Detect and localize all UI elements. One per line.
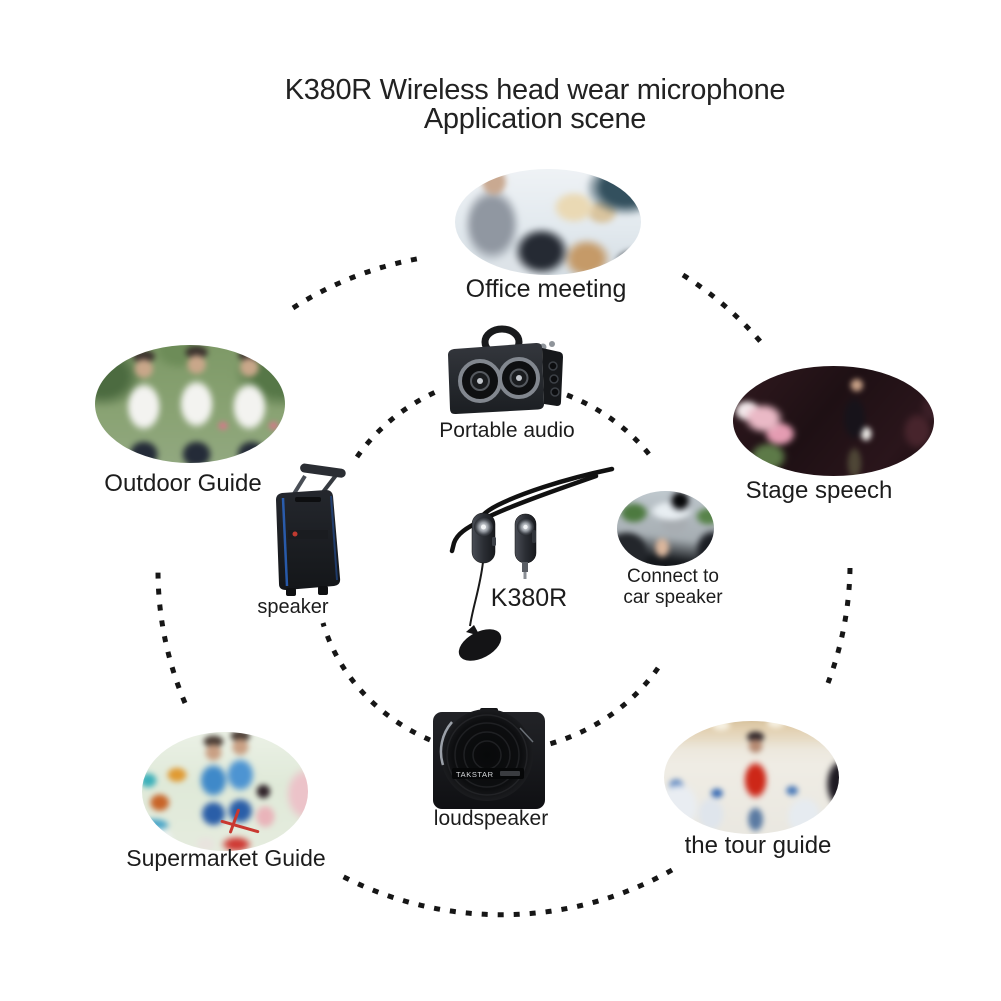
speaker-label: speaker bbox=[257, 596, 329, 618]
outdoor-guide-photo bbox=[95, 345, 285, 463]
portable-audio-label: Portable audio bbox=[439, 419, 575, 442]
supermarket-guide-photo-content bbox=[142, 732, 308, 851]
tour-guide-photo-content bbox=[664, 721, 839, 834]
stage-speech-label: Stage speech bbox=[745, 477, 893, 504]
page-subtitle: Application scene bbox=[423, 103, 647, 135]
k380r-product-label: K380R bbox=[490, 584, 568, 612]
loudspeaker-image: TAKSTAR bbox=[433, 708, 545, 809]
stage-speech-photo bbox=[733, 366, 934, 476]
stage-speech-photo-content bbox=[733, 366, 934, 476]
outer-dashed-circle bbox=[155, 255, 853, 918]
car-speaker-label-line1: Connect to bbox=[627, 566, 719, 587]
k380r-product-image bbox=[449, 466, 615, 661]
office-meeting-label: Office meeting bbox=[465, 275, 627, 303]
tour-guide-photo bbox=[664, 721, 839, 834]
portable-audio-image bbox=[448, 325, 563, 415]
outdoor-guide-label: Outdoor Guide bbox=[104, 470, 262, 497]
car-speaker-label: Connect to car speaker bbox=[623, 566, 723, 608]
page-title: K380R Wireless head wear microphone bbox=[284, 74, 786, 106]
supermarket-guide-label: Supermarket Guide bbox=[126, 845, 326, 871]
car-speaker-label-line2: car speaker bbox=[623, 586, 723, 608]
car-speaker-photo-content bbox=[617, 491, 714, 566]
trolley-speaker-image bbox=[276, 463, 346, 596]
loudspeaker-label: loudspeaker bbox=[433, 807, 549, 830]
inner-dashed-circle bbox=[320, 387, 661, 749]
loudspeaker-brand-text: TAKSTAR bbox=[456, 770, 494, 779]
office-meeting-photo bbox=[455, 169, 641, 275]
tour-guide-label: the tour guide bbox=[684, 832, 832, 859]
outdoor-guide-photo-content bbox=[95, 345, 285, 463]
office-meeting-photo-content bbox=[455, 169, 641, 275]
supermarket-guide-photo bbox=[142, 732, 308, 851]
car-speaker-photo bbox=[617, 491, 714, 566]
